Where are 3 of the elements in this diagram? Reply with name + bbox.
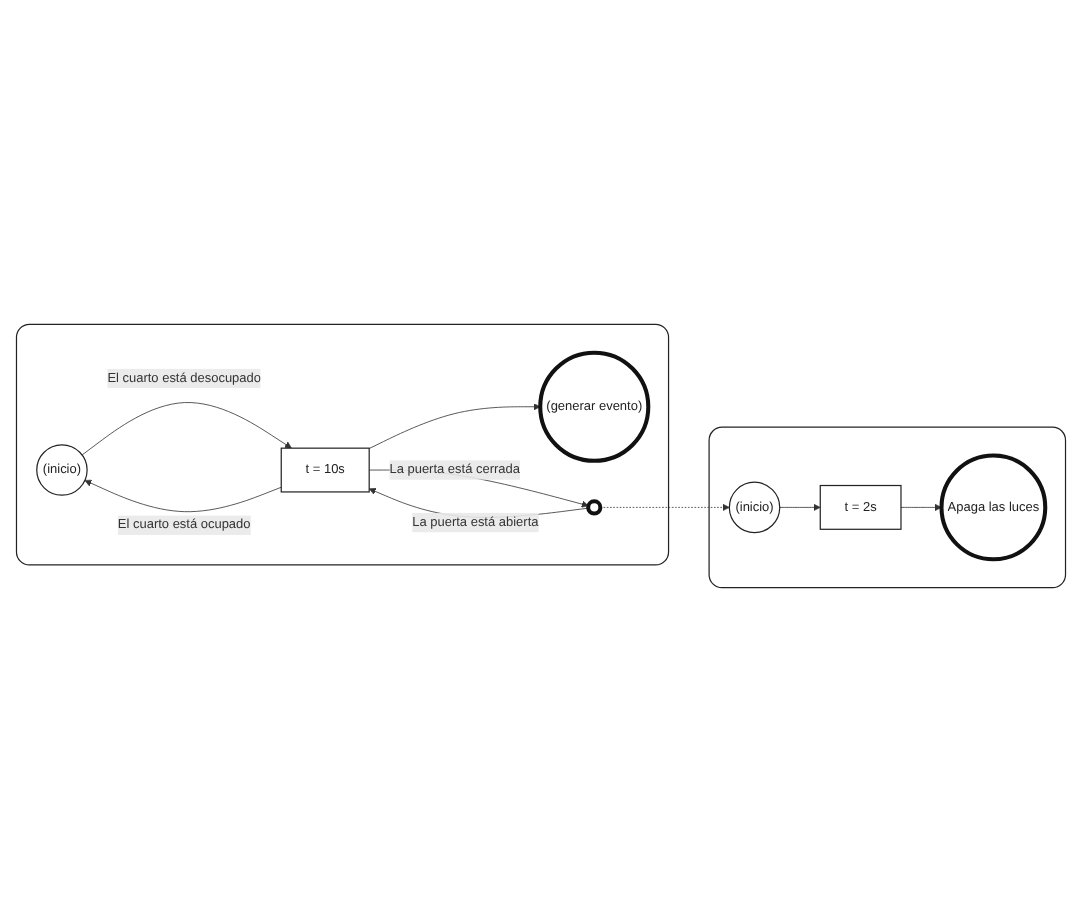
cluster xyxy=(708,426,1067,589)
cluster xyxy=(15,323,670,566)
node-circle xyxy=(586,499,603,516)
